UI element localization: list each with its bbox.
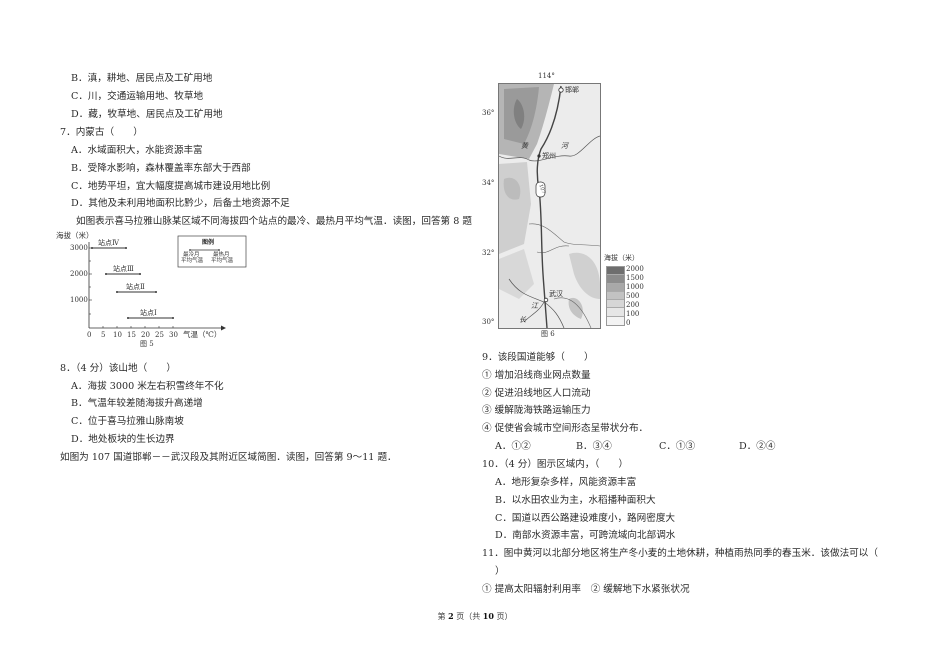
legend-2000: 2000 [626,265,644,273]
station-1-label: 站点Ⅰ [140,309,157,317]
q8-stem: 8．（4 分）该山地（ ） [60,363,176,374]
q9-item-1: ① 增加沿线商业网点数量 [482,370,591,381]
footer-middle: 页（共 [453,612,483,621]
q10-option-d: D．南部水资源丰富，可跨流域向北部调水 [495,530,676,541]
x-tick-15: 15 [127,331,136,339]
x-tick-25: 25 [155,331,164,339]
q10-option-c: C．国道以西公路建设难度小，路网密度大 [495,513,676,524]
legend-left-label-1: 最冷月 [183,252,200,258]
elevation-scale [606,266,625,326]
q8-option-d: D．地处板块的生长边界 [71,434,175,445]
q9-11-intro: 如图为 107 国道邯郸－－武汉段及其附近区域简图．读图，回答第 9～11 题． [60,452,397,463]
q9-item-3: ③ 缓解陇海铁路运输压力 [482,405,591,416]
longitude-label: 114° [538,72,555,80]
legend-200: 200 [626,301,640,309]
y-tick-2000: 2000 [70,270,88,278]
route-107-map: 邯郸 郑州 武汉 黄 河 江 长 107 [498,83,601,329]
lat-36-label: 36° [482,109,495,117]
q11-items: ① 提高太阳辐射利用率 ② 缓解地下水紧张状况 [482,584,690,595]
q9-choice-a: A．①② [495,441,531,452]
q6-option-d: D．藏，牧草地、居民点及工矿用地 [71,109,223,120]
station-4-label: 站点Ⅳ [98,239,119,247]
footer-prefix: 第 [437,612,449,621]
q7-option-b: B．受降水影响，森林覆盖率东部大于西部 [71,163,251,174]
chart-svg [88,235,247,331]
footer-suffix: 页） [493,612,513,621]
page-footer: 第 2 页（共 10 页） [0,611,950,622]
page-total: 10 [482,611,494,621]
y-axis-label: 海拔（米） [56,231,94,240]
q7-option-c: C．地势平坦，宜大幅度提高城市建设用地比例 [71,181,271,192]
legend-500: 500 [626,292,640,300]
legend-right-label-2: 平均气温 [211,258,234,264]
q10-stem: 10．（4 分）图示区域内，（ ） [482,459,629,470]
lat-30-label: 30° [482,318,495,326]
lat-32-label: 32° [482,249,495,257]
y-tick-1000: 1000 [70,296,88,304]
x-tick-10: 10 [113,331,122,339]
map-svg [499,84,600,328]
q6-option-b: B．滇，耕地、居民点及工矿用地 [71,73,213,84]
q7-option-a: A．水域面积大，水能资源丰富 [71,145,203,156]
lat-34-label: 34° [482,179,495,187]
altitude-temperature-chart: 海拔（米） 3000 2000 1000 0 5 10 15 20 25 30 … [56,230,271,350]
map-caption: 图 6 [541,330,555,338]
q10-option-b: B．以水田农业为主，水稻播种面积大 [495,495,656,506]
river-label-he: 河 [561,142,568,150]
q9-stem: 9．该段国道能够（ ） [482,352,594,363]
elevation-legend: 海拔（米） 2000 1500 1000 500 200 100 0 [604,254,654,334]
q10-option-a: A．地形复杂多样，风能资源丰富 [495,477,637,488]
city-handan: 邯郸 [565,86,579,94]
x-tick-0: 0 [87,331,92,339]
river-label-jiang: 江 [531,302,538,310]
q9-item-4: ④ 促使省会城市空间形态呈带状分布． [482,423,649,434]
q9-choice-c: C．①③ [659,441,696,452]
station-2-label: 站点Ⅱ [126,283,145,291]
legend-100: 100 [626,310,640,318]
page-number: 2 [448,611,454,621]
q8-option-b: B．气温年较差随海拔升高递增 [71,398,203,409]
city-zhengzhou: 郑州 [542,152,556,160]
q11-stem-cont: ） [495,566,505,577]
city-wuhan: 武汉 [549,290,563,298]
legend-1500: 1500 [626,274,644,282]
river-label-chang: 长 [519,316,526,324]
q8-option-c: C．位于喜马拉雅山脉南坡 [71,416,184,427]
x-tick-5: 5 [101,331,106,339]
legend-1000: 1000 [626,283,644,291]
q7-stem: 7．内蒙古（ ） [60,127,143,138]
x-tick-30: 30 [169,331,178,339]
legend-title: 图例 [202,239,215,246]
q9-item-2: ② 促进沿线地区人口流动 [482,388,591,399]
legend-0: 0 [626,319,631,327]
q7-option-d: D．其他及未利用地面积比黔少，后备土地资源不足 [71,198,290,209]
q9-choice-b: B．③④ [576,441,612,452]
river-label-huang: 黄 [521,142,528,150]
q8-option-a: A．海拔 3000 米左右积雪终年不化 [71,381,224,392]
q8-intro: 如图表示喜马拉雅山脉某区域不同海拔四个站点的最冷、最热月平均气温．读图，回答第 … [76,216,472,227]
x-tick-20: 20 [141,331,150,339]
q6-option-c: C．川，交通运输用地、牧草地 [71,91,204,102]
legend-left-label-2: 平均气温 [181,258,204,264]
q9-choice-d: D．②④ [739,441,776,452]
q11-stem: 11．图中黄河以北部分地区将生产冬小麦的土地休耕，种植雨热同季的春玉米．该做法可… [482,548,878,559]
figure-caption: 图 5 [140,340,154,348]
legend-right-label-1: 最热月 [213,252,230,258]
station-3-label: 站点Ⅲ [113,265,134,273]
y-tick-3000: 3000 [70,244,88,252]
elevation-legend-title: 海拔（米） [604,254,639,262]
x-axis-label: 气温（℃） [183,330,222,339]
